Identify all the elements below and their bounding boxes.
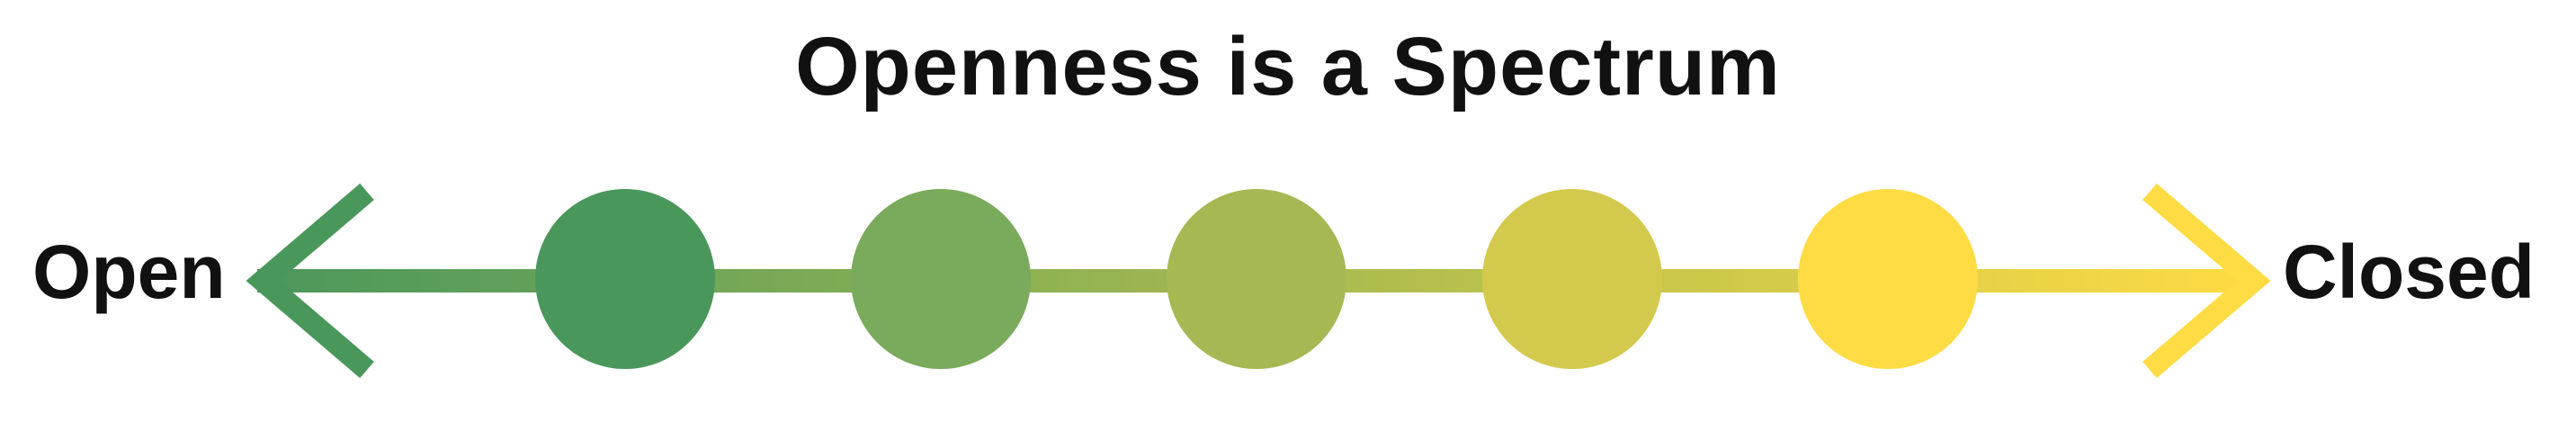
spectrum-step-5 bbox=[1798, 189, 1978, 369]
spectrum-step-4 bbox=[1482, 189, 1662, 369]
diagram-title: Openness is a Spectrum bbox=[795, 21, 1781, 112]
arrow-right-chevron-icon bbox=[2142, 183, 2271, 379]
closed-label: Closed bbox=[2283, 230, 2536, 314]
spectrum-step-2 bbox=[851, 189, 1031, 369]
spectrum-steps bbox=[535, 189, 1978, 369]
open-label: Open bbox=[32, 230, 226, 314]
spectrum-step-1 bbox=[535, 189, 715, 369]
arrow-left-chevron-icon bbox=[246, 183, 374, 379]
spectrum-step-3 bbox=[1167, 189, 1346, 369]
